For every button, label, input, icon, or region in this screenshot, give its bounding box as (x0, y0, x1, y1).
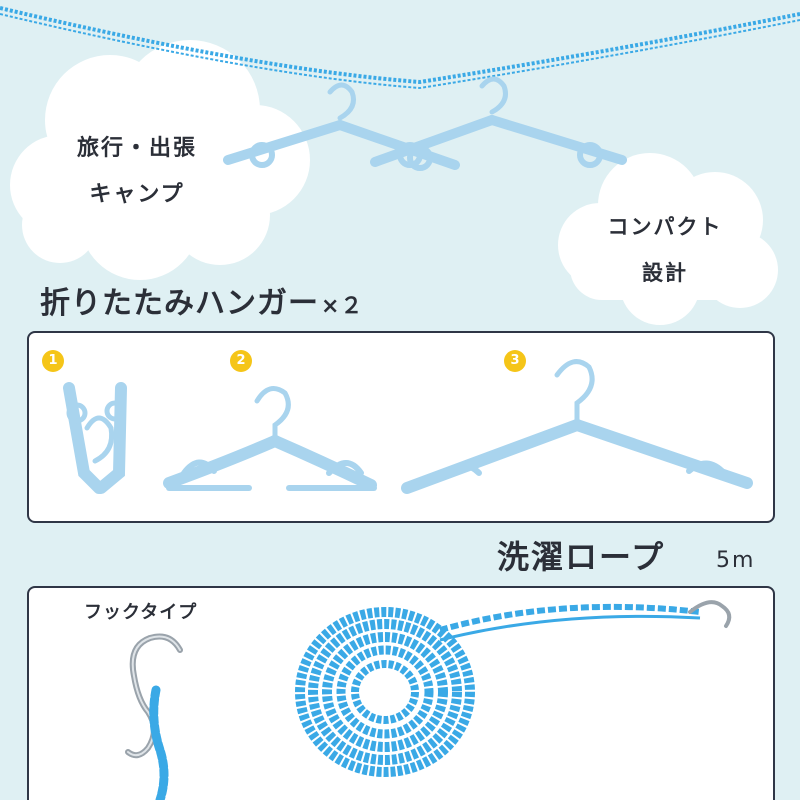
hanger-section-title: 折りたたみハンガー×２ (40, 278, 363, 322)
cloud-left-line1: 旅行・出張 (76, 136, 197, 161)
cloud-left-line2: キャンプ (89, 182, 185, 207)
hanging-hanger-right (370, 76, 627, 168)
hanger-open-image (401, 359, 753, 494)
clothesline-rope (0, 6, 800, 90)
rope-end-hook (688, 600, 732, 628)
cloud-left-text: 旅行・出張 キャンプ (52, 126, 222, 218)
cloud-right-line2: 設計 (642, 261, 688, 285)
hanger-steps-panel: 1 2 3 (27, 331, 775, 523)
hanging-hanger-left (223, 82, 460, 171)
cloud-right-line1: コンパクト (607, 215, 723, 239)
hanger-quantity: ×２ (321, 294, 364, 319)
s-hook-image (125, 633, 183, 759)
hanger-half-open-image (163, 386, 377, 491)
rope-length-label: 5m (716, 548, 756, 573)
hanger-title-text: 折りたたみハンガー (40, 286, 319, 321)
hanger-folded-image (63, 382, 127, 494)
rope-strand-closeup (149, 685, 169, 800)
cloud-right (558, 153, 778, 325)
step-1-badge: 1 (42, 350, 64, 372)
cloud-right-text: コンパクト 設計 (585, 204, 745, 296)
step-3-badge: 3 (504, 350, 526, 372)
hanger-steps-illustration (63, 359, 753, 494)
coiled-rope-image (295, 603, 701, 777)
step-2-badge: 2 (230, 350, 252, 372)
hook-type-label: フックタイプ (84, 602, 198, 623)
rope-section-title: 洗濯ロープ (497, 538, 666, 576)
